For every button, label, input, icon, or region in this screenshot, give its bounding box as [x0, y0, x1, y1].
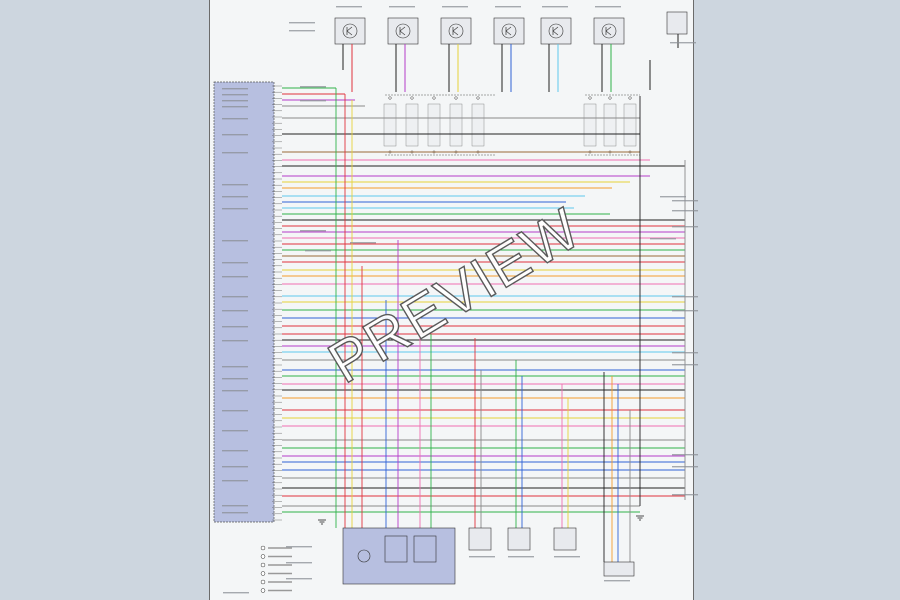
lower-components	[318, 515, 644, 585]
transistor-switch-icon	[540, 17, 572, 45]
ground-symbol-icon	[318, 519, 326, 525]
ignition-coil-row	[334, 11, 688, 45]
splice-rails	[385, 94, 640, 156]
transistor-switch-icon	[334, 17, 366, 45]
ground-symbol-icon	[636, 515, 644, 521]
legend	[260, 545, 292, 593]
ecm-pin-column	[272, 85, 282, 521]
fine-print-marks	[222, 6, 698, 594]
ecm-panel	[213, 81, 275, 523]
coil-leads	[342, 34, 679, 92]
transistor-switch-icon	[593, 17, 625, 45]
transistor-switch-icon	[440, 17, 472, 45]
harness-traces	[282, 87, 686, 562]
transistor-switch-icon	[387, 17, 419, 45]
connector-blocks	[383, 96, 637, 154]
transistor-switch-icon	[493, 17, 525, 45]
